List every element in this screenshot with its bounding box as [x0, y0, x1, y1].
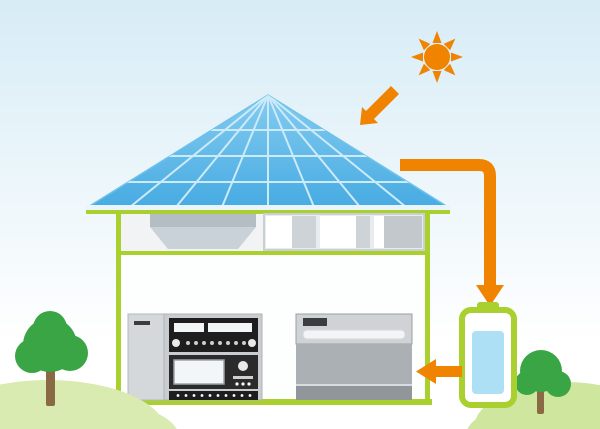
kitchen-range-unit [127, 313, 263, 401]
storage-battery [459, 302, 517, 408]
solar-panel-grid [88, 95, 448, 207]
upper-windows [263, 213, 425, 251]
right-tree [515, 350, 571, 414]
base-indicator-dots [176, 394, 252, 397]
energy-flow-arrows [360, 86, 504, 306]
display-right [208, 323, 252, 332]
dishwasher-seam [296, 384, 412, 386]
arrow-down-left-icon [360, 86, 399, 125]
dishwasher-door [296, 344, 412, 386]
left-bush-small [63, 406, 177, 429]
side-cabinet [127, 313, 165, 401]
floor-divider-trim [121, 251, 425, 255]
left-wall-trim [116, 214, 121, 404]
dishwasher-kickplate [296, 386, 412, 400]
elbow-arrowhead [476, 285, 504, 306]
dishwasher-handle [302, 329, 406, 340]
roof-trim-line [86, 210, 450, 214]
oven-controls [233, 361, 253, 386]
battery-charge-level [472, 331, 504, 394]
display-left [174, 323, 204, 332]
arrow-left-icon [416, 359, 462, 384]
left-tree [15, 311, 88, 406]
roof-eave [86, 205, 450, 211]
sun-icon [411, 31, 463, 83]
solar-panel-roof [85, 94, 451, 214]
right-wall-trim [425, 214, 430, 404]
appliance-base [169, 391, 258, 400]
cabinet-handle [134, 321, 150, 325]
trees-and-bushes [0, 311, 600, 429]
control-knobs [172, 339, 256, 347]
dishwasher [295, 313, 413, 400]
elbow-arrow-down-icon [400, 159, 496, 286]
oven-window [173, 359, 225, 385]
range-hood [150, 214, 256, 249]
dishwasher-control [303, 318, 327, 326]
base-trim [112, 399, 432, 405]
right-bush-small [467, 410, 549, 429]
